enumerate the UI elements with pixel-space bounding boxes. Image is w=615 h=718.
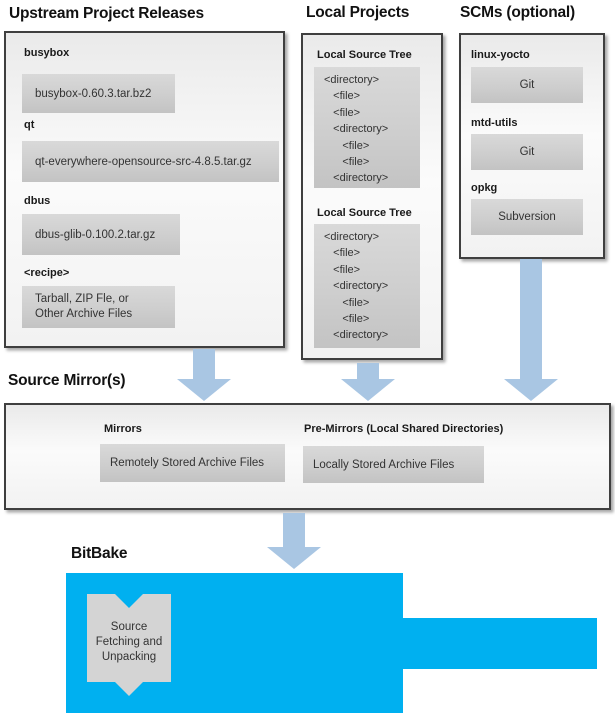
scm-type-chip: Git — [471, 134, 583, 170]
scms-heading: SCMs (optional) — [460, 4, 575, 21]
archive-description-line: Other Archive Files — [35, 308, 133, 320]
scm-item-label: linux-yocto — [471, 49, 530, 61]
scm-item-label: mtd-utils — [471, 117, 518, 129]
process-line: Source — [110, 620, 148, 633]
tree-line: <file> — [324, 263, 361, 276]
mirrors-chip: Remotely Stored Archive Files — [100, 444, 285, 482]
upstream-item-label: <recipe> — [24, 267, 70, 279]
upstream-item-label: qt — [24, 119, 35, 131]
process-line: Fetching and — [95, 635, 163, 648]
local-projects-heading: Local Projects — [306, 4, 410, 21]
tree-line: <directory> — [324, 231, 380, 243]
tree-line: <directory> — [324, 123, 389, 136]
scm-type: Git — [519, 146, 535, 158]
process-line: Unpacking — [101, 650, 157, 663]
archive-filename: busybox-0.60.3.tar.bz2 — [35, 87, 152, 100]
tree-line: <file> — [324, 106, 361, 119]
bitbake-output-bar — [402, 618, 597, 669]
scm-type-chip: Subversion — [471, 199, 583, 235]
tree-line: <directory> — [324, 172, 389, 185]
bitbake-heading: BitBake — [71, 545, 128, 562]
premirrors-value: Locally Stored Archive Files — [313, 458, 455, 471]
archive-description-line: Tarball, ZIP Fle, or — [35, 293, 129, 305]
local-source-tree-chip: <directory> <file> <file> <directory> <f… — [314, 67, 420, 188]
tree-line: <directory> — [324, 74, 380, 86]
down-arrow-icon — [341, 363, 395, 401]
local-source-tree-chip: <directory> <file> <file> <directory> <f… — [314, 224, 420, 348]
premirrors-chip: Locally Stored Archive Files — [303, 446, 484, 483]
upstream-item-label: busybox — [24, 47, 70, 59]
local-source-tree-label: Local Source Tree — [317, 207, 412, 219]
down-arrow-icon — [504, 259, 558, 401]
upstream-archive-chip: busybox-0.60.3.tar.bz2 — [22, 74, 175, 113]
source-mirrors-heading: Source Mirror(s) — [8, 372, 126, 389]
tree-line: <file> — [324, 247, 361, 260]
mirrors-value: Remotely Stored Archive Files — [110, 457, 265, 469]
upstream-heading: Upstream Project Releases — [9, 5, 204, 22]
upstream-archive-chip: Tarball, ZIP Fle, or Other Archive Files — [22, 286, 175, 328]
archive-filename: qt-everywhere-opensource-src-4.8.5.tar.g… — [35, 155, 252, 168]
down-arrow-icon — [267, 513, 321, 569]
fetch-unpack-process-shape — [87, 594, 171, 696]
scm-item-label: opkg — [471, 182, 498, 194]
tree-line: <directory> — [324, 329, 389, 342]
mirrors-label: Mirrors — [104, 423, 142, 435]
upstream-item-label: dbus — [24, 195, 51, 207]
scm-type: Git — [519, 79, 535, 91]
down-arrow-icon — [177, 349, 231, 401]
tree-line: <file> — [324, 313, 370, 326]
fetch-unpack-process-text: Source Fetching and Unpacking — [87, 598, 171, 686]
archive-filename: dbus-glib-0.100.2.tar.gz — [35, 228, 156, 241]
tree-line: <file> — [324, 296, 370, 309]
scm-type: Subversion — [498, 211, 556, 223]
local-source-tree-label: Local Source Tree — [317, 49, 412, 61]
tree-line: <file> — [324, 156, 370, 169]
premirrors-label: Pre-Mirrors (Local Shared Directories) — [304, 423, 504, 435]
upstream-archive-chip: qt-everywhere-opensource-src-4.8.5.tar.g… — [22, 141, 279, 182]
tree-line: <file> — [324, 139, 370, 152]
tree-line: <file> — [324, 90, 361, 103]
tree-line: <directory> — [324, 280, 389, 293]
upstream-archive-chip: dbus-glib-0.100.2.tar.gz — [22, 214, 180, 255]
scm-type-chip: Git — [471, 67, 583, 103]
